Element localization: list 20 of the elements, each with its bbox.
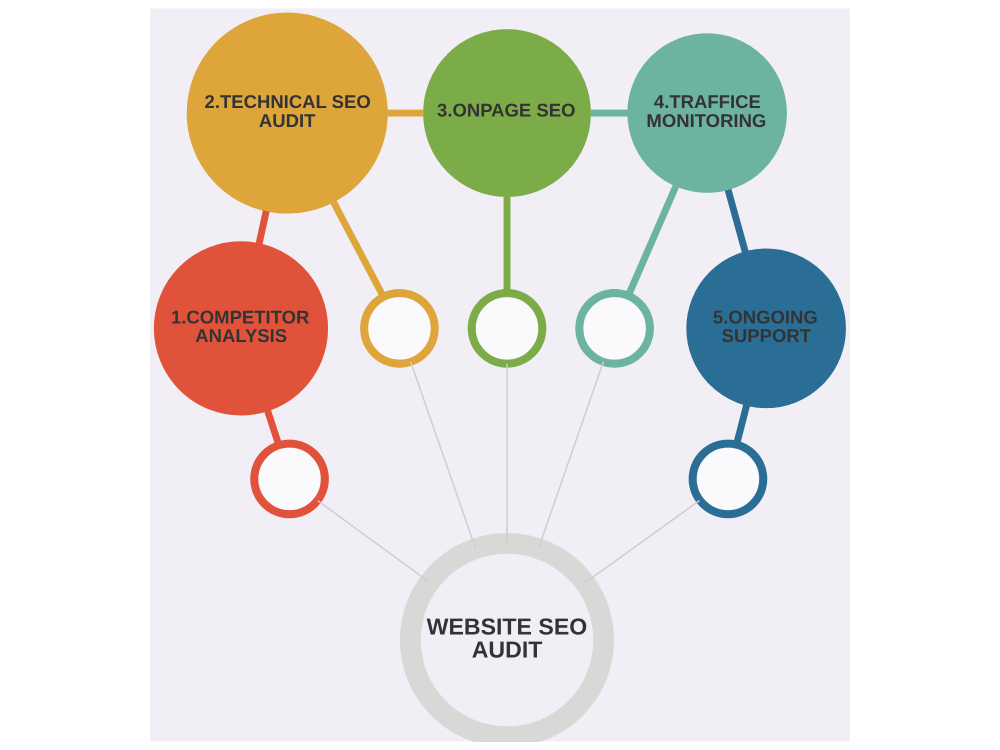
node-circle xyxy=(688,440,768,518)
connector xyxy=(410,362,476,548)
node-circle: 1.COMPETITOR ANALYSIS xyxy=(154,241,328,416)
connector xyxy=(506,364,508,544)
connector xyxy=(387,110,424,117)
connector xyxy=(584,500,700,584)
node-circle: 4.TRAFFICE MONITORING xyxy=(627,33,787,193)
node-circle: 5.ONGOING SUPPORT xyxy=(686,248,846,408)
node-circle xyxy=(360,289,439,368)
connector xyxy=(538,362,604,548)
connector xyxy=(590,110,628,117)
node-circle xyxy=(468,289,546,368)
node-circle: WEBSITE SEO AUDIT xyxy=(400,532,614,742)
connector xyxy=(256,210,270,244)
connector xyxy=(317,500,430,583)
node-circle: 2.TECHNICAL SEO AUDIT xyxy=(186,12,388,214)
node-circle xyxy=(250,440,329,518)
node-circle: 3.ONPAGE SEO xyxy=(423,29,591,198)
node-circle xyxy=(575,289,654,368)
connector xyxy=(724,188,749,253)
